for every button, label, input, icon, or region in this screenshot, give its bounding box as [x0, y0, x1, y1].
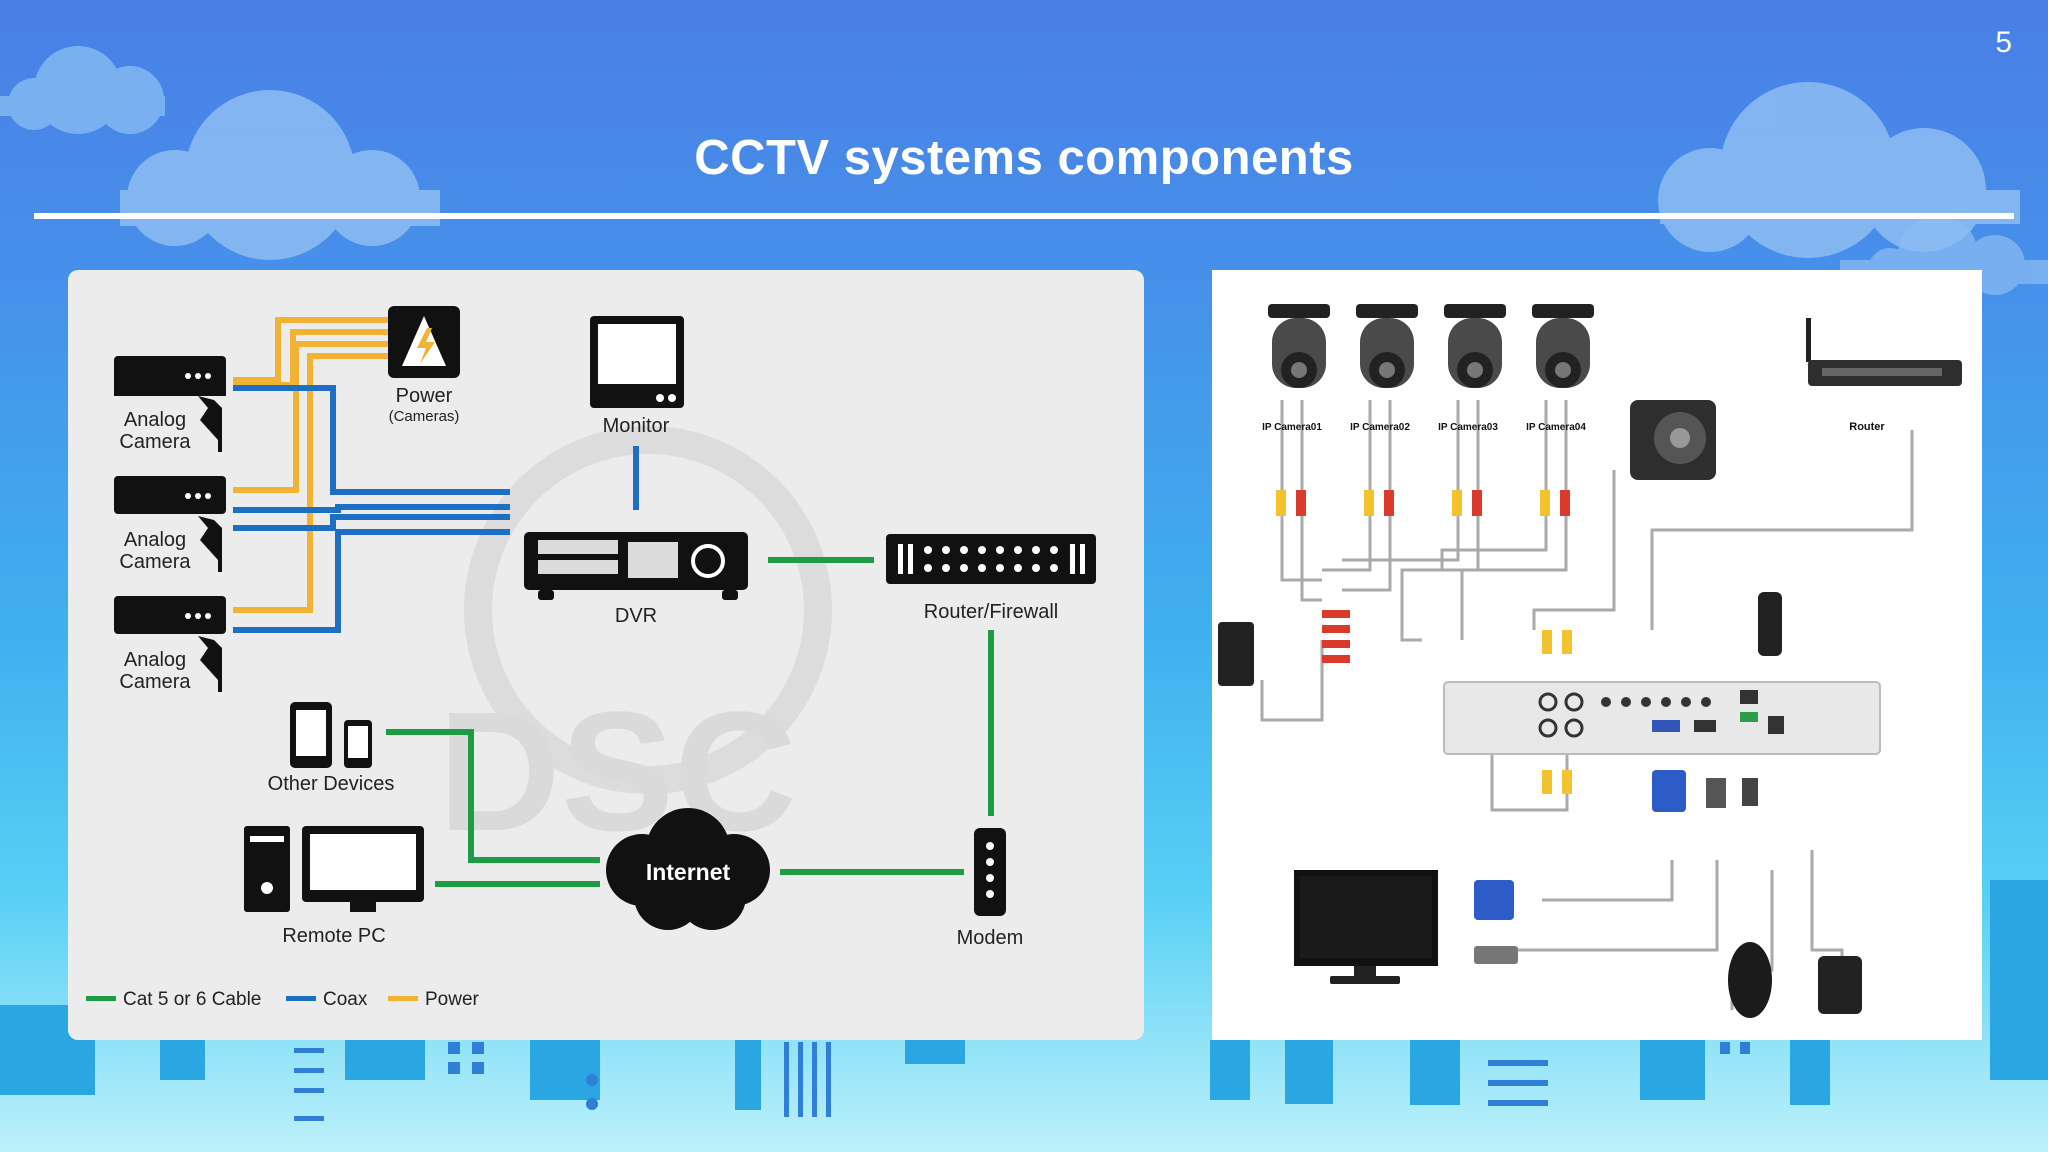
mouse [1728, 942, 1772, 1018]
ip-camera-label: IP Camera01 [1262, 422, 1322, 433]
hdmi-connector [1706, 778, 1726, 808]
power-supply: Power (Cameras) [388, 306, 460, 425]
analog-camera-label-line2: Camera [119, 431, 191, 453]
coax-lines [233, 385, 639, 633]
legend-swatch-cable [86, 996, 116, 1001]
monitor-label: Monitor [603, 415, 670, 437]
vga-cable-end [1474, 880, 1514, 920]
vga-connector [1652, 770, 1686, 812]
analog-camera-label-line2: Camera [119, 671, 191, 693]
legend-swatch-coax [286, 996, 316, 1001]
ip-camera-wiring-diagram: IP Camera01 IP Camera02 IP Camera03 IP C… [1212, 270, 1982, 1040]
other-devices: Other Devices [268, 702, 395, 795]
power-lines [233, 317, 388, 613]
legend-label: Coax [323, 989, 368, 1010]
remote-pc-label: Remote PC [282, 925, 385, 947]
speaker [1630, 400, 1716, 480]
internet-label: Internet [646, 859, 731, 885]
lightning-icon [417, 328, 435, 364]
recorder-back-panel [1443, 681, 1881, 755]
title-underline [34, 213, 2014, 219]
router-label: Router [1849, 421, 1885, 433]
analog-camera-label-line1: Analog [124, 649, 186, 671]
ip-camera-label: IP Camera02 [1350, 422, 1410, 433]
monitor [1294, 870, 1438, 984]
analog-camera-label-line1: Analog [124, 529, 186, 551]
remote-pc: Remote PC [244, 826, 424, 947]
ip-camera-4: IP Camera04 [1526, 304, 1594, 433]
router: Router [1806, 318, 1962, 433]
other-devices-label: Other Devices [268, 773, 395, 795]
analog-camera-3: Analog Camera [114, 596, 226, 693]
network-cable-lines [386, 557, 994, 887]
modem: Modem [957, 828, 1024, 949]
monitor: Monitor [590, 316, 684, 437]
page-number: 5 [1995, 26, 2012, 59]
modem-label: Modem [957, 927, 1024, 949]
ip-camera-label: IP Camera04 [1526, 422, 1586, 433]
dsc-watermark: DSC [438, 426, 832, 867]
internet-cloud: Internet [606, 808, 770, 930]
power-brick [1818, 956, 1862, 1014]
analog-camera-2: Analog Camera [114, 476, 226, 573]
hdmi-cable-end [1474, 946, 1518, 964]
cctv-network-diagram: DSC An [68, 270, 1144, 1040]
dvr: DVR [524, 532, 748, 627]
legend-label: Power [425, 989, 480, 1010]
analog-camera-1: Analog Camera [114, 356, 226, 453]
ip-camera-3: IP Camera03 [1438, 304, 1506, 433]
legend-swatch-power [388, 996, 418, 1001]
usb-dongle [1758, 592, 1782, 656]
analog-camera-label-line1: Analog [124, 409, 186, 431]
power-label: Power [396, 385, 453, 407]
ip-camera-1: IP Camera01 [1262, 304, 1330, 433]
router-label: Router/Firewall [924, 601, 1058, 623]
power-sublabel: (Cameras) [389, 408, 460, 425]
legend-label: Cat 5 or 6 Cable [123, 989, 261, 1010]
usb-connector [1742, 778, 1758, 806]
analog-camera-label-line2: Camera [119, 551, 191, 573]
dvr-label: DVR [615, 605, 657, 627]
slide-title: CCTV systems components [694, 131, 1354, 185]
router-firewall: Router/Firewall [886, 534, 1096, 623]
ip-camera-2: IP Camera02 [1350, 304, 1418, 433]
legend: Cat 5 or 6 Cable Coax Power [86, 989, 480, 1010]
rca-connectors [1276, 490, 1572, 794]
power-adapter [1218, 622, 1254, 686]
ip-camera-label: IP Camera03 [1438, 422, 1498, 433]
